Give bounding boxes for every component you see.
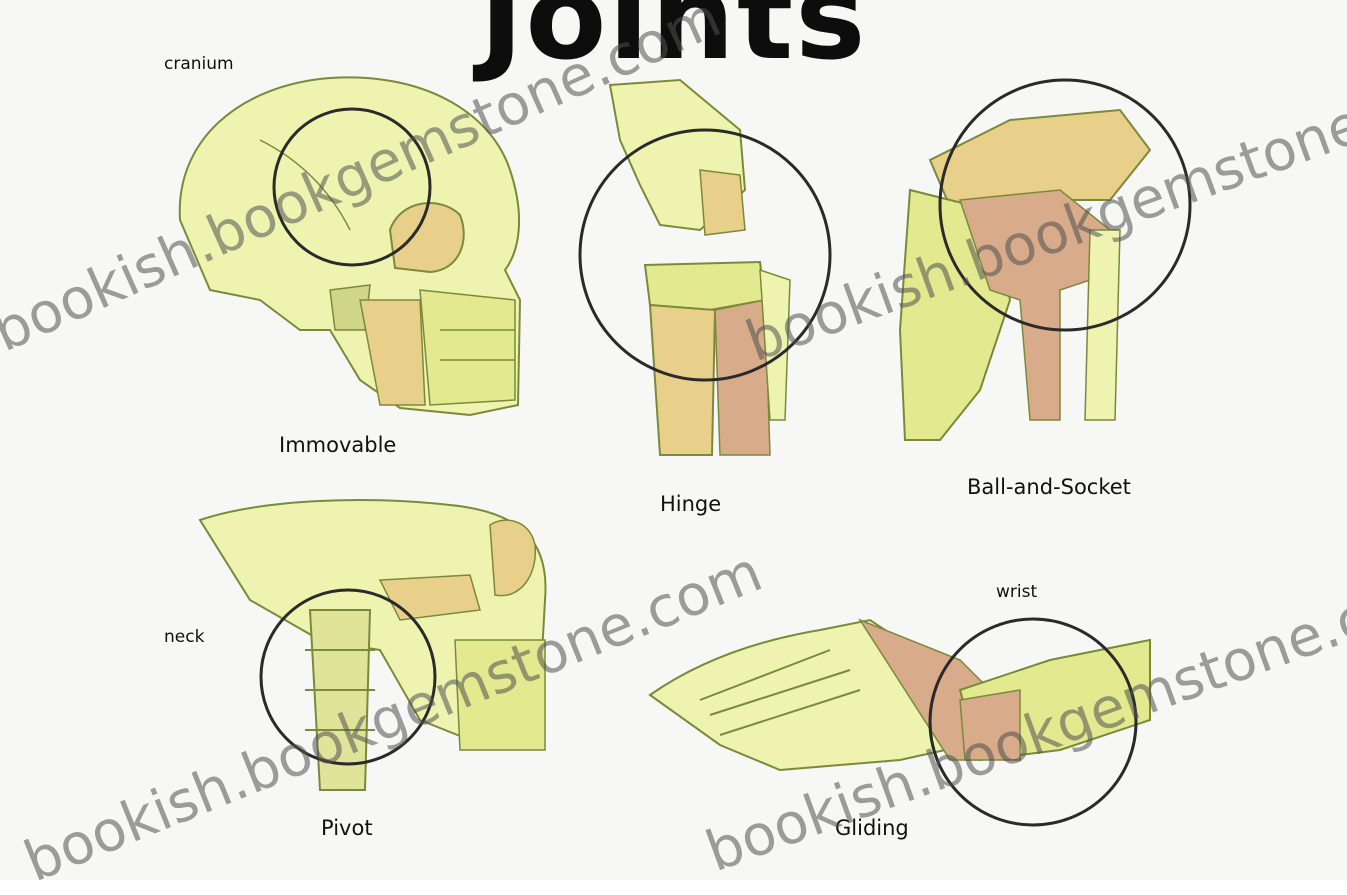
label-hinge: Hinge	[660, 492, 721, 516]
label-wrist: wrist	[996, 582, 1037, 602]
knee-illustration	[580, 80, 830, 455]
label-ball-and-socket: Ball-and-Socket	[967, 475, 1131, 499]
label-immovable: Immovable	[279, 433, 396, 457]
label-pivot: Pivot	[321, 816, 373, 840]
label-neck: neck	[164, 627, 204, 647]
label-cranium: cranium	[164, 54, 234, 74]
